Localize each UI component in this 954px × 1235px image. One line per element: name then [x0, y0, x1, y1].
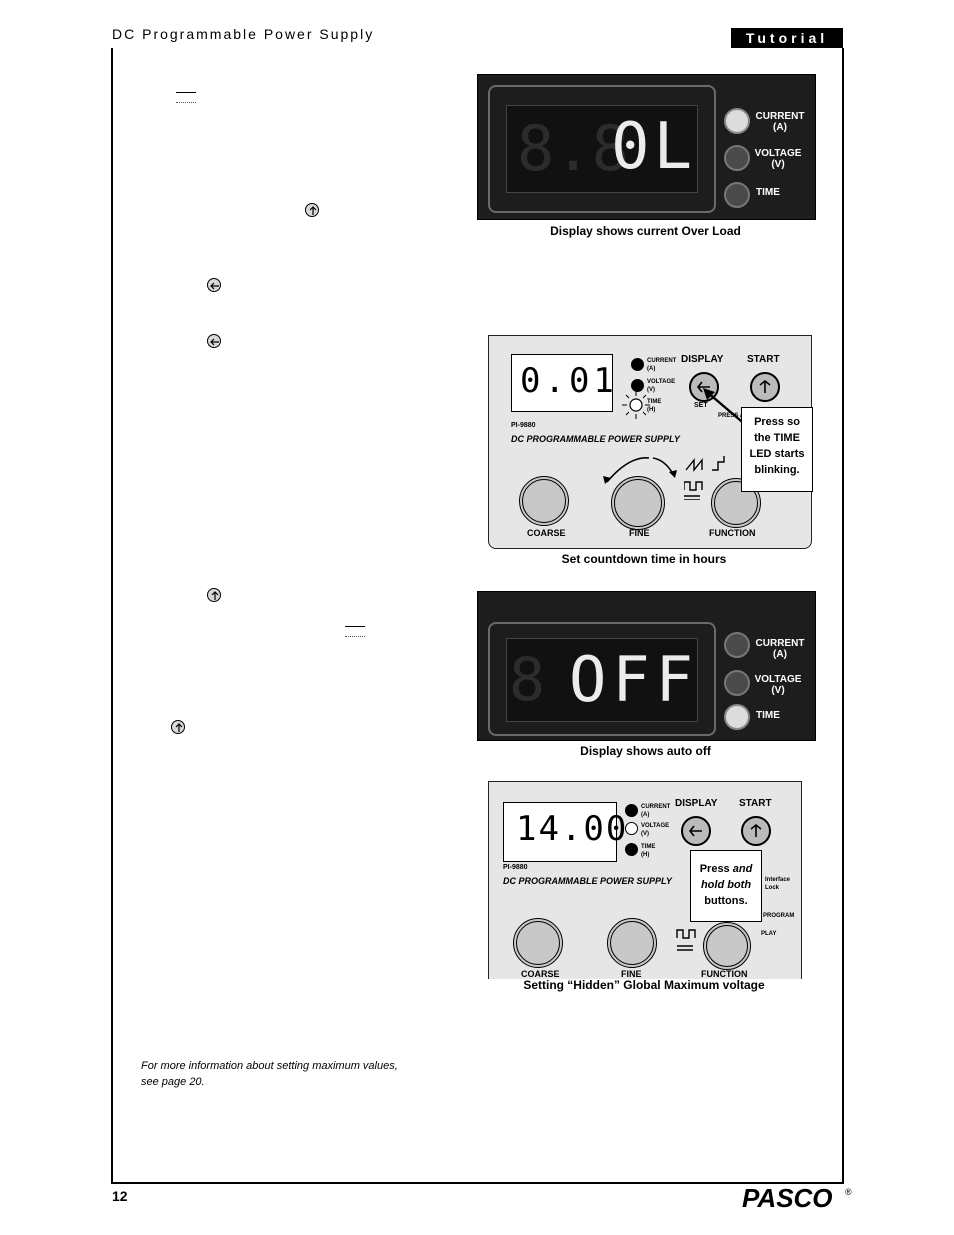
- time-led-label: TIME(H): [647, 399, 662, 413]
- pasco-logo: PASCO: [742, 1184, 833, 1212]
- left-arrow-icon: [688, 825, 702, 837]
- voltage-led-label: VOLTAGE(V): [754, 148, 802, 170]
- voltage-led-icon: [724, 145, 750, 171]
- display-readout: 0L: [611, 110, 697, 184]
- led-display: 14.00: [503, 802, 626, 862]
- display-button-label: DISPLAY: [681, 354, 724, 365]
- figure-auto-off-photo: 8 OFF CURRENT(A) VOLTAGE(V) TIME: [477, 591, 816, 741]
- callout-box: Press so the TIME LED starts blinking.: [741, 407, 813, 492]
- current-led-icon: [724, 108, 750, 134]
- side-label-program: PROGRAM: [763, 913, 795, 919]
- time-led-label: TIME(H): [641, 844, 656, 858]
- current-led-icon: [724, 632, 750, 658]
- led-display: 8 OFF: [506, 638, 698, 722]
- display-set-button[interactable]: [689, 372, 719, 402]
- voltage-led-icon: [724, 670, 750, 696]
- figure-overload-photo: 8.8 0L CURRENT(A) VOLTAGE(V) TIME: [477, 74, 816, 220]
- press-label: PRESS AN: [718, 413, 749, 419]
- display-readout: 14.00: [516, 809, 629, 849]
- side-label-play: PLAY: [761, 931, 777, 937]
- current-led-label: CURRENT(A): [641, 804, 671, 818]
- fine-knob[interactable]: [611, 476, 665, 530]
- left-arrow-icon: [696, 381, 710, 393]
- function-label: FUNCTION: [701, 969, 748, 979]
- current-led-label: CURRENT(A): [755, 111, 805, 133]
- time-led-icon: [724, 704, 750, 730]
- voltage-led-label: VOLTAGE(V): [641, 823, 670, 837]
- display-button-label: DISPLAY: [675, 798, 718, 809]
- up-arrow-icon: [759, 379, 771, 393]
- voltage-led-icon: [631, 379, 644, 392]
- time-led-label: TIME: [756, 187, 780, 198]
- function-knob[interactable]: [703, 922, 751, 970]
- page-frame: [111, 48, 844, 1184]
- voltage-led-label: VOLTAGE(V): [754, 674, 802, 696]
- voltage-led-label: VOLTAGE(V): [647, 379, 676, 393]
- figure-caption: Display shows current Over Load: [550, 224, 741, 238]
- start-button[interactable]: [750, 372, 780, 402]
- callout-box: Press and hold both buttons.: [690, 850, 762, 922]
- voltage-led-icon: [625, 822, 638, 835]
- product-label: DC PROGRAMMABLE POWER SUPPLY: [511, 434, 680, 444]
- up-arrow-icon: [750, 823, 762, 837]
- registered-mark: ®: [845, 1187, 852, 1197]
- unlit-digits: 8: [509, 645, 546, 715]
- svg-text:PASCO: PASCO: [742, 1184, 833, 1212]
- header-title: DC Programmable Power Supply: [112, 26, 375, 42]
- up-arrow-circle-icon: [171, 720, 185, 734]
- fine-knob[interactable]: [607, 918, 657, 968]
- led-display: 8.8 0L: [506, 105, 698, 193]
- fine-label: FINE: [629, 528, 650, 538]
- section-tab: Tutorial: [731, 28, 843, 48]
- figure-caption: Setting “Hidden” Global Maximum voltage: [523, 978, 765, 992]
- current-led-icon: [625, 804, 638, 817]
- time-led-icon: [724, 182, 750, 208]
- page-number: 12: [112, 1188, 128, 1204]
- rotate-arrows-icon: [603, 457, 677, 484]
- unlit-digits: 8.8: [517, 112, 629, 185]
- function-label: FUNCTION: [709, 528, 756, 538]
- up-arrow-circle-icon: [207, 588, 221, 602]
- display-set-button[interactable]: [681, 816, 711, 846]
- model-label: PI-9880: [511, 422, 536, 429]
- start-button-label: START: [739, 798, 772, 809]
- time-led-icon: [625, 843, 638, 856]
- figure-caption: Set countdown time in hours: [561, 552, 727, 566]
- blinking-time-led-icon: [622, 391, 650, 419]
- left-arrow-circle-icon: [207, 334, 221, 348]
- display-readout: 0.01: [520, 361, 618, 401]
- set-label: SET: [694, 402, 708, 409]
- current-led-label: CURRENT(A): [647, 358, 677, 372]
- overline-symbol: [345, 626, 365, 637]
- coarse-knob[interactable]: [519, 476, 569, 526]
- display-bezel: [488, 85, 716, 213]
- left-arrow-circle-icon: [207, 278, 221, 292]
- fine-label: FINE: [621, 969, 642, 979]
- waveform-icons: [684, 456, 725, 500]
- display-readout: OFF: [569, 643, 699, 716]
- coarse-label: COARSE: [527, 528, 566, 538]
- waveform-icons: [676, 929, 696, 951]
- figure-caption: Display shows auto off: [580, 744, 711, 758]
- start-button[interactable]: [741, 816, 771, 846]
- display-bezel: [488, 622, 716, 736]
- figure-global-max-panel: 14.00 CURRENT(A) VOLTAGE(V) TIME(H) DISP…: [488, 781, 802, 979]
- led-display: 0.01: [511, 354, 614, 412]
- figure-countdown-panel: 0.01 CURRENT(A) VOLTAGE(V) TIME(H) DISPL…: [488, 335, 812, 549]
- side-note: For more information about setting maxim…: [141, 1060, 398, 1088]
- coarse-knob[interactable]: [513, 918, 563, 968]
- time-led-label: TIME: [756, 710, 780, 721]
- current-led-icon: [631, 358, 644, 371]
- coarse-label: COARSE: [521, 969, 560, 979]
- overline-symbol: [176, 92, 196, 103]
- up-arrow-circle-icon: [305, 203, 319, 217]
- start-button-label: START: [747, 354, 780, 365]
- product-label: DC PROGRAMMABLE POWER SUPPLY: [503, 876, 672, 886]
- model-label: PI-9880: [503, 864, 528, 871]
- current-led-label: CURRENT(A): [755, 638, 805, 660]
